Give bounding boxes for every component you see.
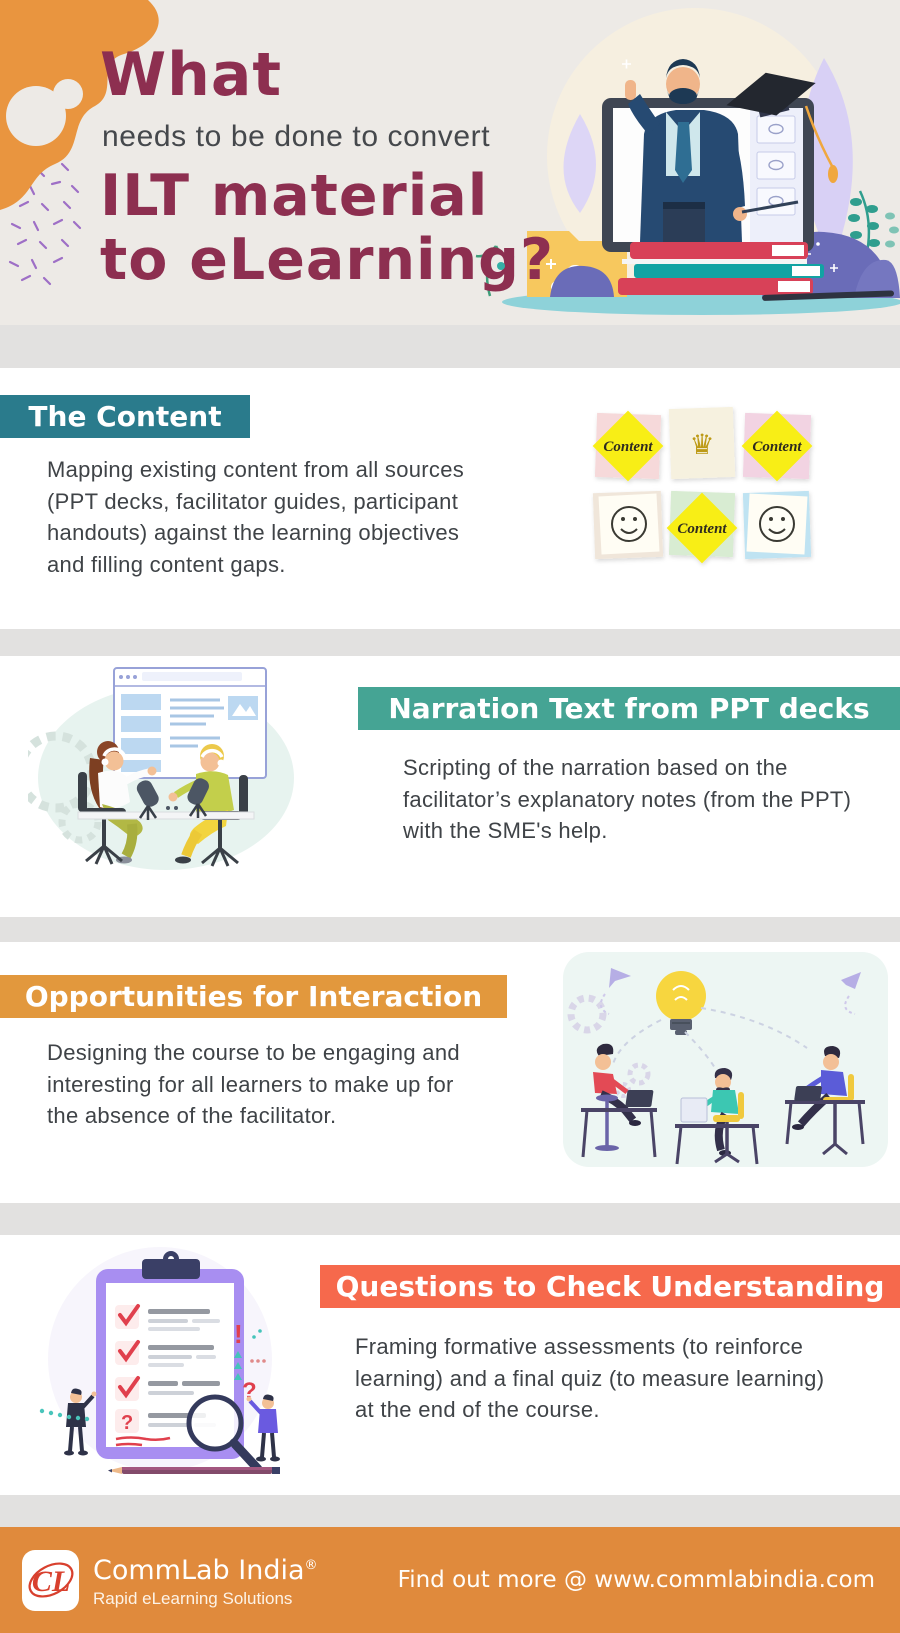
section-card-interaction: Opportunities for Interaction Designing … bbox=[0, 942, 900, 1203]
question-mark-icon: ? bbox=[242, 1378, 257, 1405]
sticky-label: Content bbox=[603, 439, 653, 455]
body-line: interesting for all learners to make up … bbox=[47, 1071, 454, 1097]
section-title: Narration Text from PPT decks bbox=[388, 692, 870, 725]
interaction-illustration bbox=[563, 952, 888, 1167]
crown-icon: ♛ bbox=[689, 429, 714, 460]
body-line: Mapping existing content from all source… bbox=[47, 457, 465, 482]
brand-tagline: Rapid eLearning Solutions bbox=[93, 1588, 293, 1608]
section-title-bar-narration: Narration Text from PPT decks bbox=[358, 687, 900, 730]
title-main-line1: ILT material bbox=[100, 163, 489, 229]
sticky-notes-illustration: Content Content Content ♛ bbox=[592, 406, 813, 564]
body-line: at the end of the course. bbox=[355, 1397, 600, 1422]
title-subtitle: needs to be done to convert bbox=[102, 120, 491, 153]
section-card-narration: Narration Text from PPT decks Scripting … bbox=[0, 656, 900, 917]
assessment-clipboard-illustration: ? ! ? bbox=[39, 1247, 280, 1474]
section-title: Questions to Check Understanding bbox=[335, 1270, 885, 1303]
divider-band bbox=[0, 629, 900, 656]
magnifier-icon bbox=[186, 1394, 263, 1474]
sticky-label: Content bbox=[752, 439, 802, 455]
small-person-figure bbox=[64, 1388, 97, 1456]
body-line: the absence of the facilitator. bbox=[47, 1103, 337, 1128]
logo-monogram: CL bbox=[31, 1565, 69, 1598]
section-title-bar-questions: Questions to Check Understanding bbox=[320, 1265, 900, 1308]
body-line: learning) and a final quiz (to measure l… bbox=[355, 1365, 825, 1391]
brand-text: CommLab India bbox=[93, 1554, 305, 1586]
body-line: facilitator’s explanatory notes (from th… bbox=[403, 786, 852, 812]
section-card-content: The Content Mapping existing content fro… bbox=[0, 368, 900, 629]
section-title-bar-interaction: Opportunities for Interaction bbox=[0, 975, 507, 1018]
section-body: Framing formative assessments (to reinfo… bbox=[355, 1331, 824, 1426]
section-card-questions: Questions to Check Understanding Framing… bbox=[0, 1235, 900, 1495]
divider-band bbox=[0, 917, 900, 942]
exclamation-icon: ! bbox=[234, 1319, 243, 1349]
title-main-line2: to eLearning? bbox=[100, 227, 555, 293]
pencil-icon bbox=[108, 1467, 280, 1474]
section-body: Scripting of the narration based on the … bbox=[403, 752, 851, 847]
footer-cta-link[interactable]: Find out more @ www.commlabindia.com bbox=[397, 1567, 875, 1593]
small-person-figure bbox=[246, 1394, 280, 1462]
teal-dot-decoration bbox=[497, 262, 505, 270]
footer-bar: CL CommLab India® Rapid eLearning Soluti… bbox=[0, 1527, 900, 1633]
body-line: Scripting of the narration based on the bbox=[403, 755, 788, 780]
divider-band bbox=[0, 325, 900, 368]
commlab-logo-monogram-icon: CL bbox=[28, 1562, 73, 1598]
title-intro: What bbox=[100, 40, 283, 110]
elearning-hero-illustration bbox=[475, 8, 900, 315]
commlab-logo: CL bbox=[22, 1549, 79, 1611]
registered-mark: ® bbox=[304, 1557, 318, 1573]
smiley-icon bbox=[759, 506, 795, 542]
body-line: with the SME's help. bbox=[403, 818, 608, 843]
body-line: Designing the course to be engaging and bbox=[47, 1040, 460, 1065]
body-line: Framing formative assessments (to reinfo… bbox=[355, 1334, 804, 1359]
narration-recording-illustration bbox=[28, 667, 294, 870]
sticky-label: Content bbox=[677, 521, 727, 537]
section-body: Designing the course to be engaging and … bbox=[47, 1037, 460, 1132]
body-line: (PPT decks, facilitator guides, particip… bbox=[47, 488, 459, 514]
section-body: Mapping existing content from all source… bbox=[47, 454, 464, 580]
section-title: Opportunities for Interaction bbox=[24, 980, 483, 1013]
orange-blob-decoration bbox=[0, 0, 159, 210]
section-title: The Content bbox=[28, 400, 222, 433]
header-title-block: What needs to be done to convert ILT mat… bbox=[100, 40, 554, 292]
header-section: What needs to be done to convert ILT mat… bbox=[0, 0, 900, 325]
question-mark-icon: ? bbox=[121, 1412, 133, 1434]
section-title-bar-content: The Content bbox=[0, 395, 250, 438]
divider-band bbox=[0, 1495, 900, 1527]
smiley-icon bbox=[611, 506, 647, 542]
body-line: handouts) against the learning objective… bbox=[47, 520, 460, 545]
body-line: and filling content gaps. bbox=[47, 551, 286, 577]
brand-block: CommLab India® Rapid eLearning Solutions bbox=[93, 1552, 318, 1609]
divider-band bbox=[0, 1203, 900, 1235]
brand-name: CommLab India® bbox=[93, 1552, 318, 1585]
